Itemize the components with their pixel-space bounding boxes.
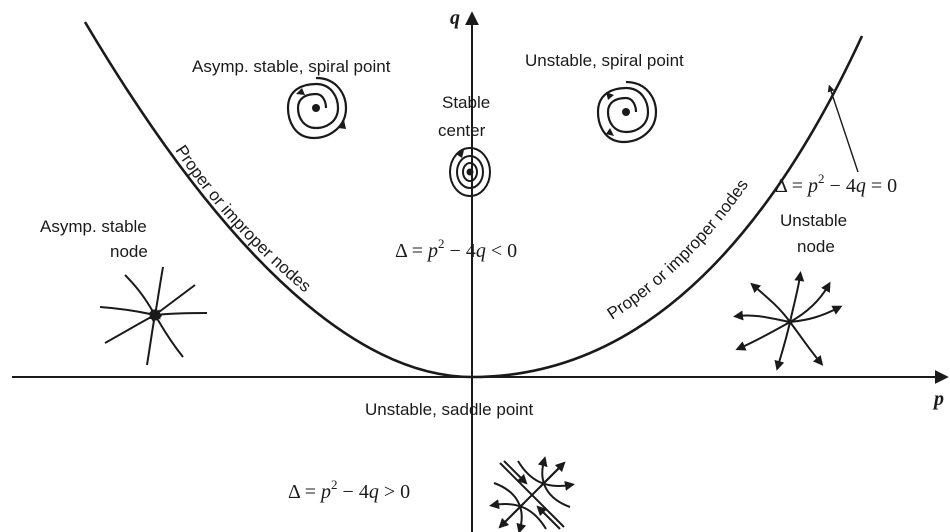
left-curve-label: Proper or improper nodes [172, 142, 315, 296]
delta-pos-equation: Δ = p2 − 4q > 0 [288, 477, 410, 503]
stable-center-icon [449, 147, 491, 197]
unstable-spiral-label: Unstable, spiral point [525, 51, 684, 70]
asymp-node-label-1: Asymp. stable [40, 217, 147, 236]
asymp-spiral-label: Asymp. stable, spiral point [192, 57, 391, 76]
stable-center-label-1: Stable [442, 93, 490, 112]
unstable-node-label-1: Unstable [780, 211, 847, 230]
unstable-node-icon [733, 271, 843, 371]
asymp-node-icon [99, 266, 208, 366]
saddle-label: Unstable, saddle point [365, 400, 534, 419]
delta-neg-equation: Δ = p2 − 4q < 0 [395, 236, 517, 262]
asymp-spiral-icon [286, 76, 348, 140]
q-axis-label: q [450, 7, 460, 29]
unstable-spiral-icon [596, 80, 658, 144]
p-axis-label: p [932, 388, 944, 410]
delta-zero-pointer [827, 84, 859, 173]
delta-zero-equation: Δ = p2 − 4q = 0 [775, 171, 897, 197]
unstable-node-label-2: node [797, 237, 835, 256]
parabola-delta-zero [83, 21, 864, 379]
asymp-node-label-2: node [110, 242, 148, 261]
stable-center-label-2: center [438, 121, 486, 140]
saddle-point-icon [489, 456, 575, 532]
